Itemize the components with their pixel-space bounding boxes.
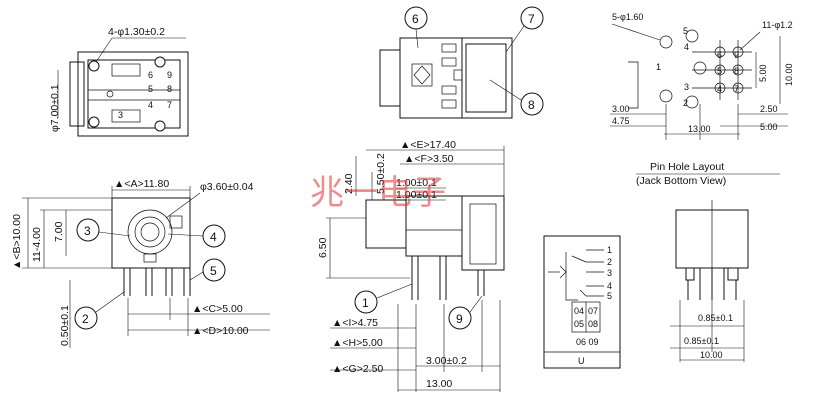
- grid-num-9: 9: [734, 50, 739, 60]
- dim-diameter-3-60: φ3.60±0.04: [200, 181, 254, 193]
- side-view: ▲<E>17.40 ▲<F>3.50 2.40 5.50±0.2 1.00±0.…: [317, 139, 505, 392]
- dim-6-50: 6.50: [317, 237, 329, 258]
- dim-3-00: 3.00: [612, 104, 630, 114]
- grid-num-8: 8: [734, 66, 739, 76]
- end-dim-10-00: 10.00: [700, 350, 723, 360]
- grid-num-6: 6: [717, 50, 722, 60]
- end-dim-0-85-b: 0.85±0.1: [684, 336, 719, 346]
- top-view-left: 4-φ1.30±0.2 φ7.00±0.1 6 9 5 8 4 7 3: [49, 26, 189, 137]
- callout-4: 4: [210, 230, 217, 244]
- schematic: 1 2 3 4 5 04 07 05 08 06 09 U: [543, 235, 621, 369]
- pin-label-6: 6: [148, 70, 153, 80]
- dim-0-50: 0.50±0.1: [59, 305, 71, 346]
- callout-8: 8: [528, 98, 535, 112]
- layout-num-2: 2: [683, 98, 688, 108]
- dim-C: ▲<C>5.00: [192, 303, 243, 315]
- schem-label-05: 05: [574, 319, 584, 329]
- callout-3: 3: [84, 224, 91, 238]
- top-view-middle: 6 7 8: [379, 6, 544, 119]
- big-holes-label: 5-φ1.60: [612, 12, 643, 22]
- dim-H: ▲<H>5.00: [332, 337, 383, 349]
- schem-pin-5: 5: [607, 291, 612, 301]
- pin-label-3: 3: [118, 110, 123, 120]
- callout-1: 1: [362, 296, 369, 310]
- watermark-text: 兆一电子: [310, 173, 446, 213]
- dim-10-00-v: 10.00: [784, 63, 794, 86]
- dim-7-00: 7.00: [53, 221, 65, 242]
- layout-num-5: 5: [683, 26, 688, 36]
- schem-pin-1: 1: [607, 245, 612, 255]
- grid-num-4: 4: [717, 84, 722, 94]
- callout-5: 5: [210, 264, 217, 278]
- hole-dim-label: 4-φ1.30±0.2: [108, 26, 165, 38]
- grid-num-7: 7: [734, 84, 739, 94]
- dim-1-00-a: 1.00±0.1: [396, 177, 437, 189]
- dim-5-00-h: 5.00: [760, 122, 778, 132]
- pin-label-4: 4: [148, 100, 153, 110]
- schem-label-04: 04: [574, 306, 584, 316]
- layout-num-1: 1: [656, 62, 661, 72]
- pin-label-8: 8: [167, 84, 172, 94]
- layout-caption-1: Pin Hole Layout: [650, 161, 724, 173]
- diameter-dim-label: φ7.00±0.1: [49, 84, 61, 132]
- dim-B: ▲<B>10.00: [11, 214, 23, 270]
- pin-label-9: 9: [167, 70, 172, 80]
- dim-G: ▲<G>2.50: [332, 363, 383, 375]
- schem-pin-3: 3: [607, 268, 612, 278]
- dim-13-00: 13.00: [688, 124, 711, 134]
- dim-F: ▲<F>3.50: [404, 153, 454, 165]
- schem-label-08: 08: [588, 319, 598, 329]
- end-view: 0.85±0.1 0.85±0.1 10.00: [670, 200, 749, 362]
- end-dim-0-85-a: 0.85±0.1: [698, 313, 733, 323]
- layout-num-3: 3: [684, 82, 689, 92]
- callout-9: 9: [456, 312, 463, 326]
- dim-1-00-b: 1.00±0.1: [396, 189, 437, 201]
- schem-foot-label: U: [578, 356, 585, 366]
- small-holes-label: 11-φ1.2: [762, 20, 793, 30]
- dim-5-00-v: 5.00: [758, 64, 768, 82]
- schem-label-07: 07: [588, 306, 598, 316]
- layout-num-4: 4: [684, 42, 689, 52]
- layout-caption-2: (Jack Bottom View): [636, 175, 726, 187]
- dim-D: ▲<D>10.00: [192, 325, 249, 337]
- schem-label-06-09: 06 09: [576, 337, 599, 347]
- pin-hole-layout: 5-φ1.60 11-φ1.2 5 4 1 3 2 6 9 5 8 4 7: [610, 12, 794, 187]
- dim-4-75: 4.75: [612, 116, 630, 126]
- callout-7: 7: [528, 12, 535, 26]
- dim-11-4-00: 11-4.00: [31, 227, 43, 262]
- dim-5-50: 5.50±0.2: [375, 153, 387, 194]
- dim-2-40: 2.40: [343, 173, 355, 194]
- schem-pin-2: 2: [607, 257, 612, 267]
- pin-label-7: 7: [167, 100, 172, 110]
- schem-pin-4: 4: [607, 281, 612, 291]
- dim-2-50: 2.50: [760, 104, 778, 114]
- dim-E: ▲<E>17.40: [400, 139, 456, 151]
- callout-2: 2: [82, 312, 89, 326]
- callout-6: 6: [412, 12, 419, 26]
- dim-13-00-side: 13.00: [426, 378, 452, 390]
- front-view: ▲<A>11.80 φ3.60±0.04 ▲<B>10.00 11-4.00 7…: [11, 178, 270, 348]
- dim-A: ▲<A>11.80: [114, 178, 169, 190]
- dim-I: ▲<I>4.75: [332, 317, 378, 329]
- dim-3-00: 3.00±0.2: [426, 355, 467, 367]
- pin-label-5: 5: [148, 84, 153, 94]
- grid-num-5: 5: [717, 66, 722, 76]
